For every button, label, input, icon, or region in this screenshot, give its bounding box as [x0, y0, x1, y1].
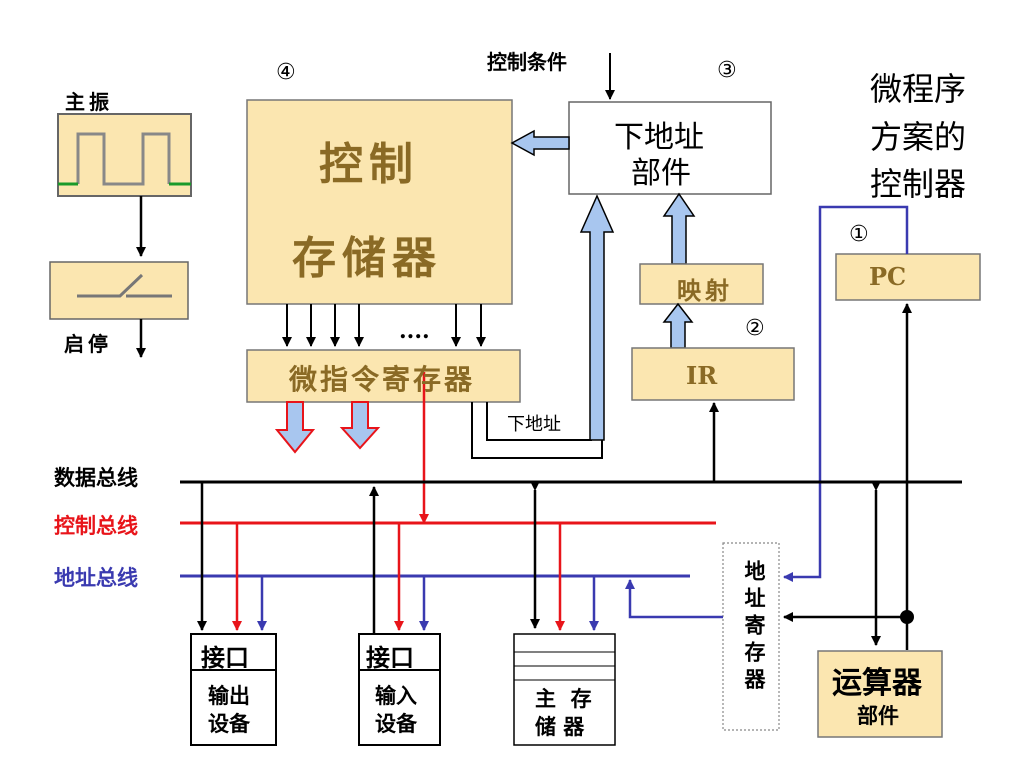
next-addr-path-outer [471, 402, 603, 459]
next-addr-label: 下地址 [507, 414, 561, 435]
title-line2: 方案的 [870, 118, 967, 156]
control-bus-label: 控制总线 [54, 513, 138, 538]
title-line1: 微程序 [870, 70, 967, 108]
ir-to-map-arrow [662, 302, 694, 349]
clock-waveform [76, 132, 171, 186]
output-device-line2: 设备 [208, 711, 250, 736]
next-addr-path-inner [486, 402, 592, 441]
addr-register-box [722, 542, 780, 731]
pc-label: PC [869, 262, 907, 291]
start-stop-box [49, 261, 189, 320]
start-stop-label: 启停 [64, 332, 112, 356]
ir-box [631, 347, 795, 401]
alu-line1: 运算器 [832, 666, 922, 701]
pc-box [835, 253, 981, 301]
pc-to-addr-reg [783, 205, 909, 582]
mapping-label: 映射 [677, 276, 733, 305]
control-store-line2: 存储器 [292, 233, 442, 284]
control-store-line1: 控制 [319, 139, 419, 190]
data-bus-label: 数据总线 [54, 465, 138, 490]
marker-one: ① [849, 222, 869, 247]
title-line3: 控制器 [870, 165, 967, 203]
marker-two: ② [745, 316, 765, 341]
switch-icon [77, 273, 172, 298]
input-device-box [358, 633, 441, 746]
oscillator-label: 主振 [65, 90, 113, 114]
control-store-box [246, 99, 513, 305]
main-memory-line2: 储 器 [535, 714, 585, 739]
micro-ir-label: 微指令寄存器 [289, 363, 476, 396]
marker-three: ③ [717, 58, 737, 83]
alu-line2: 部件 [857, 703, 899, 728]
main-memory-line1: 主 存 [535, 686, 592, 711]
micro-ir-down-arrow-blue [339, 401, 381, 450]
next-addr-unit-line2: 部件 [631, 156, 691, 191]
next-addr-unit-box [568, 101, 772, 195]
marker-four: ④ [276, 60, 296, 85]
mapping-box [639, 263, 764, 305]
control-condition-label: 控制条件 [487, 50, 567, 74]
micro-ir-down-arrow-red [274, 401, 316, 454]
alu-box [817, 650, 943, 738]
input-interface-label: 接口 [366, 643, 414, 672]
output-device-box [190, 633, 277, 746]
micro-ir-box [246, 349, 521, 403]
addr-reg-to-address-bus [625, 579, 723, 619]
input-device-line2: 设备 [375, 711, 417, 736]
output-device-line1: 输出 [208, 683, 250, 708]
address-bus-label: 地址总线 [54, 565, 138, 590]
next-addr-up-arrow [579, 194, 615, 441]
ir-label: IR [686, 361, 718, 390]
output-interface-label: 接口 [201, 643, 249, 672]
addr-register-label: 地址寄存器 [742, 560, 767, 695]
input-device-line1: 输入 [375, 683, 417, 708]
junction-dot [900, 610, 914, 624]
next-addr-unit-line1: 下地址 [614, 120, 704, 155]
map-to-next-addr-arrow [662, 192, 696, 265]
dots-label: .... [399, 318, 430, 344]
next-addr-to-cs-arrow [510, 129, 570, 157]
